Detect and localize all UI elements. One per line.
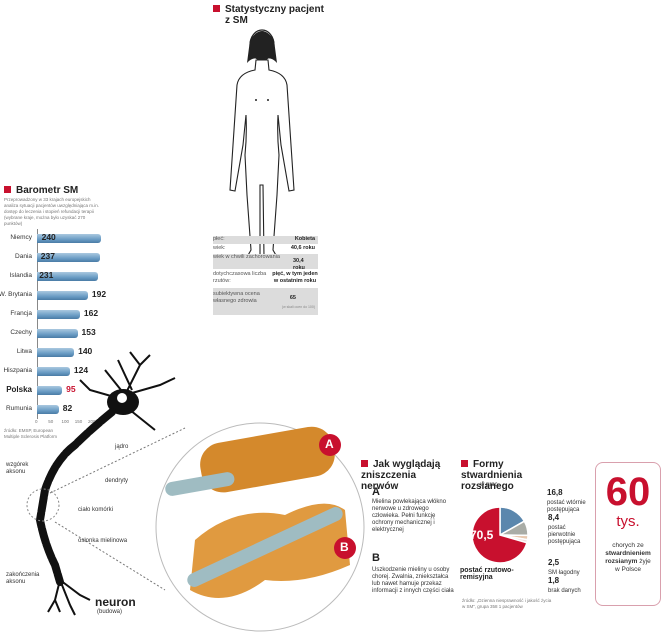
neuron-subtitle: (budowa): [97, 609, 123, 615]
label-hillock: wzgórek aksonu: [6, 462, 29, 475]
bar-row: Islandia 231: [0, 267, 330, 286]
neuron-diagram: [26, 351, 186, 616]
bar-value: 82: [62, 403, 73, 413]
bar-row: Czechy 153: [0, 324, 330, 343]
text-a: Mielina powlekająca włókno nerwowe u zdr…: [372, 499, 447, 533]
category-label: Rumunia: [5, 405, 32, 412]
stat-row-sex: płeć:Kobieta: [213, 236, 318, 244]
bar: [37, 386, 63, 395]
category-label: Czechy: [10, 329, 32, 336]
category-label: Niemcy: [10, 234, 32, 241]
bar-value: 192: [91, 289, 107, 299]
damage-title: Jak wyglądają zniszczenia nerwów: [361, 459, 441, 492]
bar: [37, 234, 101, 243]
marker-b: B: [340, 540, 349, 554]
label-dendrites: dendryty: [105, 478, 129, 484]
category-label: W. Brytania: [0, 291, 32, 298]
bar-value: 240: [41, 232, 56, 242]
pie-slice: [471, 506, 528, 564]
label-cell-body: ciało komórki: [78, 507, 114, 513]
bar-row: Polska 95: [0, 381, 330, 400]
bar-row: Francja 162: [0, 305, 330, 324]
x-tick: 50: [48, 419, 54, 424]
bar: [37, 367, 70, 376]
category-label: Dania: [15, 253, 32, 260]
stat-row-onset: wiek w chwili zachorowania: [213, 254, 293, 269]
barometer-description: Przeprowadzony w 33 krajach europejskich…: [4, 197, 100, 226]
bar-row: Dania 237: [0, 248, 330, 267]
letter-a: A: [372, 486, 380, 498]
bar-row: Niemcy 240: [0, 229, 330, 248]
forms-source: źródło: „Dzienna niesprawność i jakość ż…: [462, 598, 552, 609]
label-nucleus: jądro: [115, 444, 129, 450]
bar-value: 153: [81, 327, 96, 337]
female-silhouette: [229, 29, 295, 258]
myelin-illustration: [155, 422, 365, 632]
bar-value: 162: [83, 308, 99, 318]
forms-title: Formy stwardnienia rozsianego: [461, 459, 523, 492]
bar-value: 95: [66, 384, 76, 394]
neuron-title: neuron: [95, 595, 136, 609]
x-tick: 0: [35, 419, 38, 424]
bar: [37, 253, 100, 262]
bar-row: Hiszpania 124: [0, 362, 330, 381]
bar-value: 231: [39, 270, 54, 280]
bar: [37, 272, 99, 281]
category-label: Litwa: [16, 348, 32, 355]
category-label: Islandia: [9, 272, 32, 279]
bar: [37, 405, 59, 414]
category-label: Hiszpania: [3, 367, 32, 374]
bar-row: W. Brytania 192: [0, 286, 330, 305]
bar: [37, 329, 78, 338]
bar: [37, 291, 88, 300]
y-axis: [37, 229, 38, 419]
category-label: Francja: [10, 310, 32, 317]
stat-row-age: wiek:40,6 roku: [213, 245, 315, 251]
barometer-source: źródło: EMSP, European Multiple Sclerosi…: [4, 428, 58, 439]
stat-row-relapses: dotychczasowa liczba rzutów:: [213, 271, 267, 284]
bar-row: Rumunia 82: [0, 400, 330, 419]
bar-row: Litwa 140: [0, 343, 330, 362]
bar: [37, 348, 75, 357]
label-myelin-sheath: osłonka mielinowa: [78, 538, 128, 544]
x-tick: 100: [61, 419, 70, 424]
x-tick: 200: [88, 419, 96, 424]
bar: [37, 310, 80, 319]
bar-value: 140: [78, 346, 93, 356]
category-label: Polska: [6, 385, 32, 394]
pie-chart: [471, 506, 529, 564]
label-axon-terminals: zakończenia aksonu: [6, 572, 40, 585]
marker-a: A: [325, 437, 334, 451]
letter-b: B: [372, 552, 380, 564]
pie-label-main: 70,5: [470, 528, 494, 542]
text-b: Uszkodzenie mieliny u osoby chorej. Zwal…: [372, 567, 454, 594]
barometer-title: Barometr SM: [4, 185, 78, 196]
bar-value: 237: [40, 251, 55, 261]
bullet-icon: [213, 5, 220, 12]
x-tick: 150: [74, 419, 83, 424]
bar-value: 124: [73, 365, 89, 375]
